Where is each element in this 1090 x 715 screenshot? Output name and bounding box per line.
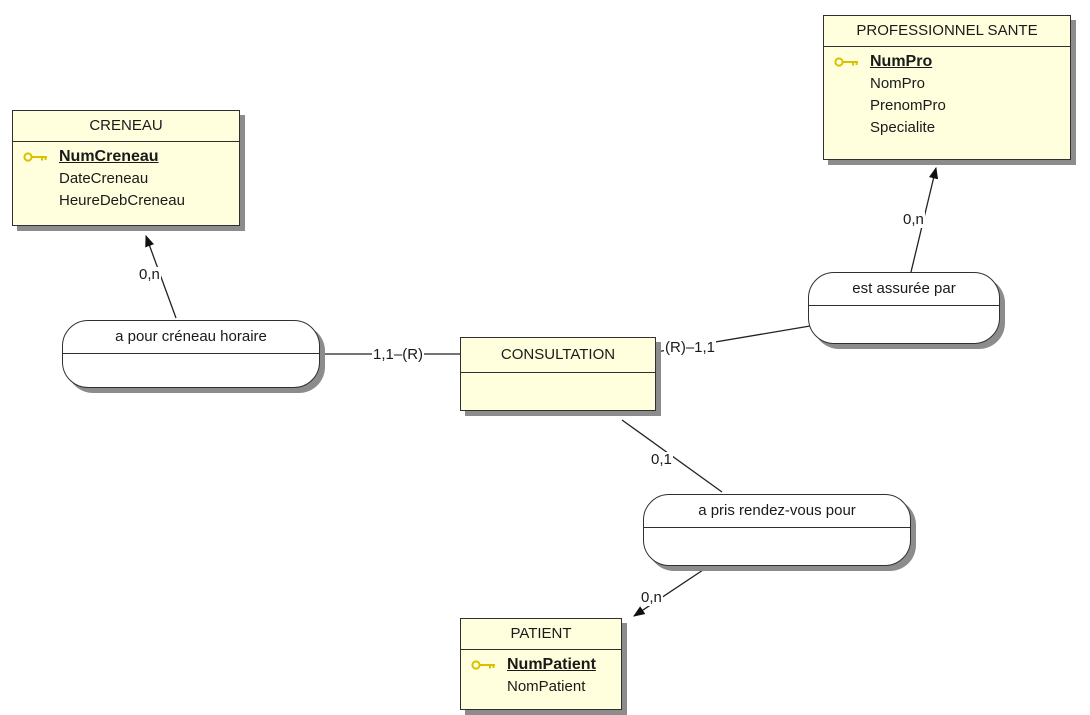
association-assuree-par[interactable]: est assurée par	[808, 272, 1000, 344]
attribute: NomPatient	[507, 678, 586, 695]
entity-consultation[interactable]: CONSULTATION	[460, 337, 656, 411]
attribute: NomPro	[870, 75, 926, 92]
attribute: DateCreneau	[59, 170, 149, 187]
key-attribute: NumPro	[832, 51, 1062, 73]
association-label: a pris rendez-vous pour	[644, 495, 910, 528]
cardinality-consultation-rdv: 0,1	[650, 451, 673, 468]
cardinality-consultation-pro: (R)–1,1	[664, 339, 717, 356]
cardinality-professionnel: 0,n	[902, 211, 925, 228]
entity-title: CONSULTATION	[461, 338, 655, 373]
entity-patient[interactable]: PATIENT NumPatient NomPatient	[460, 618, 622, 710]
cardinality-creneau: 0,n	[138, 266, 161, 283]
key-attribute: NumPatient	[469, 654, 613, 676]
entity-title: PATIENT	[461, 619, 621, 650]
attribute: HeureDebCreneau	[59, 192, 185, 209]
key-icon	[23, 152, 47, 162]
entity-professionnel-sante[interactable]: PROFESSIONNEL SANTE NumPro NomPro Prenom…	[823, 15, 1071, 160]
link-assoc-patient	[633, 567, 707, 617]
association-creneau-horaire[interactable]: a pour créneau horaire	[62, 320, 320, 388]
attribute: Specialite	[870, 119, 936, 136]
link-assoc-creneau	[145, 234, 177, 319]
entity-title: PROFESSIONNEL SANTE	[824, 16, 1070, 47]
entity-creneau[interactable]: CRENEAU NumCreneau DateCreneau HeureDebC…	[12, 110, 240, 226]
association-rendez-vous[interactable]: a pris rendez-vous pour	[643, 494, 911, 566]
key-icon	[834, 57, 858, 67]
key-attribute: NumCreneau	[21, 146, 231, 168]
entity-title: CRENEAU	[13, 111, 239, 142]
association-label: est assurée par	[809, 273, 999, 306]
attribute: PrenomPro	[870, 97, 946, 114]
association-label: a pour créneau horaire	[63, 321, 319, 354]
cardinality-consultation-creneau: 1,1–(R)	[372, 346, 425, 363]
cardinality-patient: 0,n	[640, 589, 663, 606]
key-icon	[471, 660, 495, 670]
